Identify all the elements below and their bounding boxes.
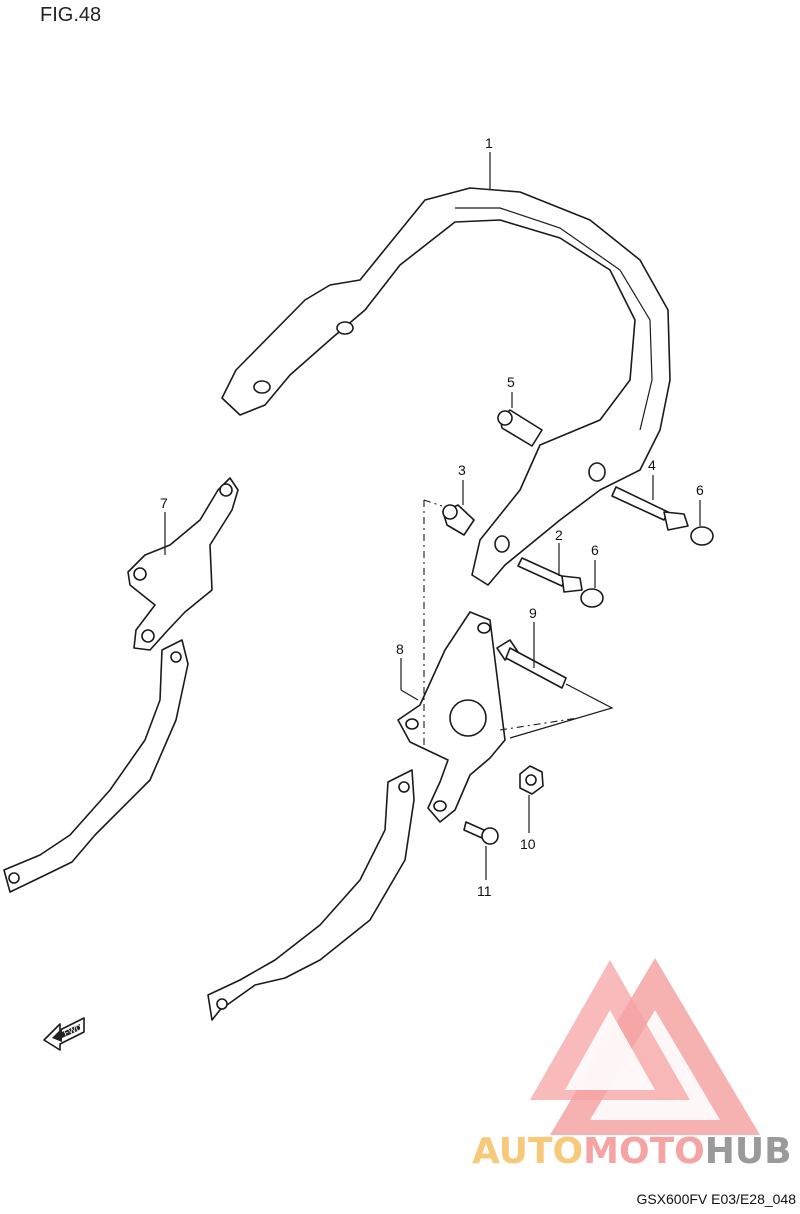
callout-3: 3 [458,462,466,478]
screw-11 [463,821,499,845]
collar-5 [497,409,543,447]
svg-text:AUTOMOTOHUB: AUTOMOTOHUB [472,1131,792,1172]
callout-2: 2 [555,527,563,543]
figure-code: GSX600FV E03/E28_048 [636,1191,796,1207]
bolt-4 [611,486,689,531]
callout-10: 10 [520,836,536,852]
figure-title: FIG.48 [40,4,102,26]
bolt-9 [496,639,567,689]
watermark-moto: MOTO [583,1131,705,1172]
cap-6a [690,526,714,546]
callout-numbers: 1 2 3 4 5 6 6 7 8 9 10 11 [160,135,704,899]
grab-rail [221,187,671,586]
leader-lines [164,152,701,880]
watermark-auto: AUTO [472,1131,583,1172]
bracket-8 [397,611,506,823]
left-step-bar [3,639,189,893]
watermark-logo: AUTOMOTOHUB [472,958,792,1172]
collar-3 [442,504,475,536]
cap-6b [580,588,604,608]
callout-11: 11 [477,883,492,899]
callout-5: 5 [507,374,515,390]
callout-4: 4 [648,457,656,473]
callout-7: 7 [160,495,168,511]
bracket-7 [127,477,239,651]
callout-6b: 6 [591,542,599,558]
watermark-hub: HUB [705,1131,792,1172]
right-step-bar [207,769,415,1021]
fwd-arrow-icon: FWD [43,1017,85,1051]
callout-1: 1 [485,135,493,151]
callout-8: 8 [396,641,404,657]
callout-6a: 6 [696,482,704,498]
callout-9: 9 [529,605,537,621]
bolt-2 [517,557,583,593]
nut-10 [519,765,544,795]
